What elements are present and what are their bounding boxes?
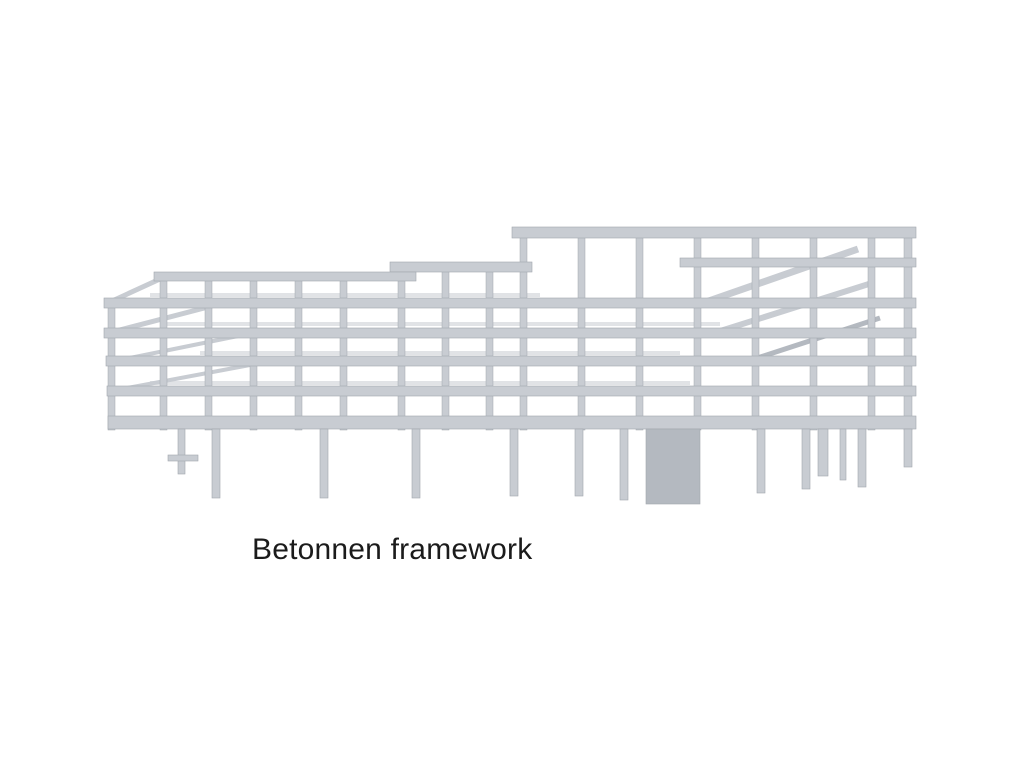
figure-caption: Betonnen framework (252, 533, 533, 566)
floor-beams (103, 226, 917, 430)
concrete-core-pier (645, 428, 701, 505)
ground-columns (167, 428, 913, 505)
